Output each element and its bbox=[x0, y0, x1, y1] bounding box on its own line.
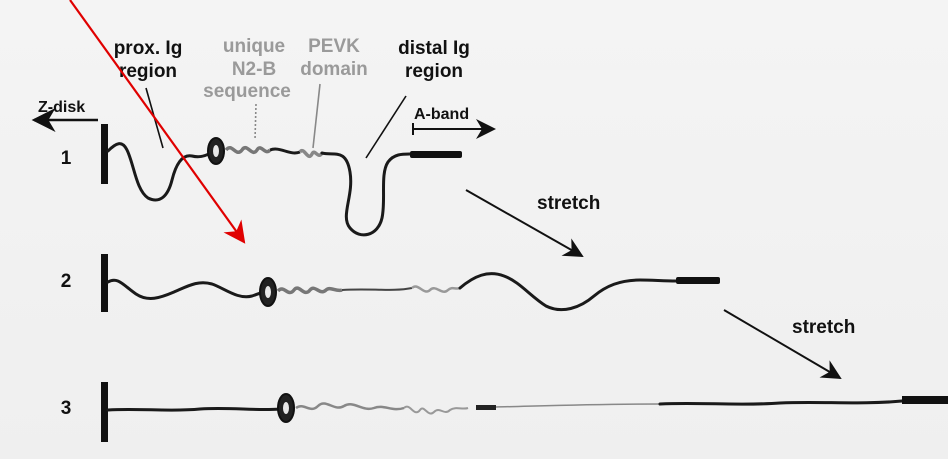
n2b-leader-line bbox=[255, 104, 256, 140]
row-1-number: 1 bbox=[61, 148, 72, 169]
unique-n2b-label-line3: sequence bbox=[203, 81, 291, 102]
row-2-linker bbox=[342, 288, 412, 290]
row-3-proximal-ig-segment bbox=[108, 408, 280, 410]
distal-ig-label-line1: distal Ig bbox=[398, 38, 470, 59]
row-2-unique-n2b-sequence bbox=[278, 288, 342, 292]
row-3-n2b-ring-hole bbox=[283, 402, 289, 414]
row-3-z-disk-bar bbox=[101, 382, 108, 442]
distal-ig-label-line2: region bbox=[405, 61, 463, 82]
row-1-proximal-ig-segment bbox=[108, 144, 212, 200]
pevk-label-line1: PEVK bbox=[308, 36, 360, 57]
row-2-number: 2 bbox=[61, 271, 72, 292]
unique-n2b-label-line2: N2-B bbox=[232, 59, 276, 80]
distal-ig-leader-line bbox=[366, 96, 406, 158]
row-1-z-disk-bar bbox=[101, 124, 108, 184]
row-3-unique-n2b-sequence bbox=[296, 403, 404, 409]
pevk-label-line2: domain bbox=[300, 59, 368, 80]
stretch-2-label: stretch bbox=[792, 317, 855, 338]
row-3-pevk-domain bbox=[404, 407, 468, 414]
row-1-a-band-segment bbox=[410, 151, 462, 158]
row-1-pevk-domain bbox=[300, 151, 322, 157]
row-2-pevk-domain bbox=[412, 286, 460, 291]
row-2-distal-ig-segment bbox=[460, 274, 676, 310]
a-band-label: A-band bbox=[414, 106, 469, 123]
row-1-unique-n2b-sequence bbox=[226, 148, 270, 153]
row-3-a-band-segment bbox=[902, 396, 948, 404]
unique-n2b-label-line1: unique bbox=[223, 36, 285, 57]
row-1-linker bbox=[270, 149, 300, 153]
row-1-distal-ig-segment bbox=[322, 153, 410, 235]
row-3-linker bbox=[496, 404, 660, 407]
pevk-leader-line bbox=[313, 84, 320, 148]
z-disk-label: Z-disk bbox=[38, 99, 85, 116]
row-1-n2b-ring-hole bbox=[213, 145, 219, 157]
row-3-mid-segment bbox=[476, 405, 496, 410]
row-3-distal-ig-segment bbox=[660, 401, 902, 404]
stretch-1-label: stretch bbox=[537, 193, 600, 214]
row-2-n2b-ring-hole bbox=[265, 286, 271, 298]
row-2-proximal-ig-segment bbox=[108, 280, 266, 298]
prox-ig-label-line1: prox. Ig bbox=[114, 38, 183, 59]
row-2-a-band-segment bbox=[676, 277, 720, 284]
row-3-number: 3 bbox=[61, 398, 72, 419]
